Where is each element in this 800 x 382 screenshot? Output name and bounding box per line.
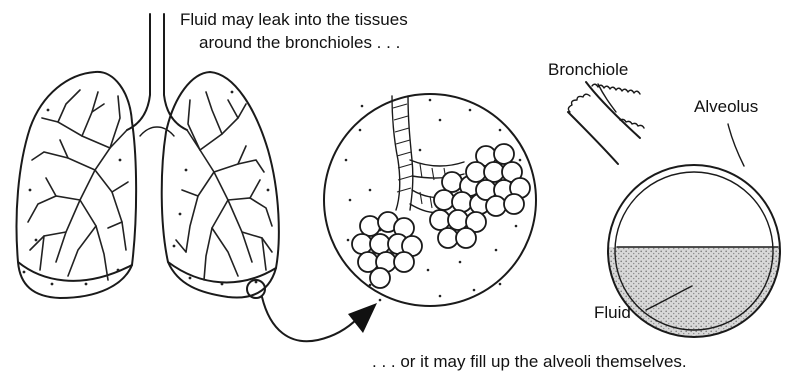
- arrow-head: [348, 303, 377, 333]
- label-bronchiole: Bronchiole: [548, 60, 628, 79]
- magnified-view: [324, 94, 536, 306]
- trachea-right-wall: [164, 14, 187, 130]
- bronchiole-lower-fringe: [568, 94, 590, 112]
- label-fluid: Fluid: [594, 303, 631, 322]
- alveolus-leader: [728, 124, 744, 166]
- left-lung-base: [18, 262, 132, 281]
- right-lung-base: [168, 262, 276, 282]
- bronchiole-lower-wall: [568, 112, 618, 164]
- trachea-bifurcation: [140, 127, 174, 136]
- left-bronchial-tree: [28, 90, 128, 280]
- label-alveolus: Alveolus: [694, 97, 758, 116]
- caption-top-line1: Fluid may leak into the tissues: [180, 10, 408, 29]
- lungs: [17, 14, 279, 298]
- caption-top-line2: around the bronchioles . . .: [199, 33, 400, 52]
- connector-arrow: [262, 297, 377, 341]
- caption-bottom: . . . or it may fill up the alveoli them…: [372, 352, 687, 371]
- alveolar-cluster-left: [352, 212, 422, 288]
